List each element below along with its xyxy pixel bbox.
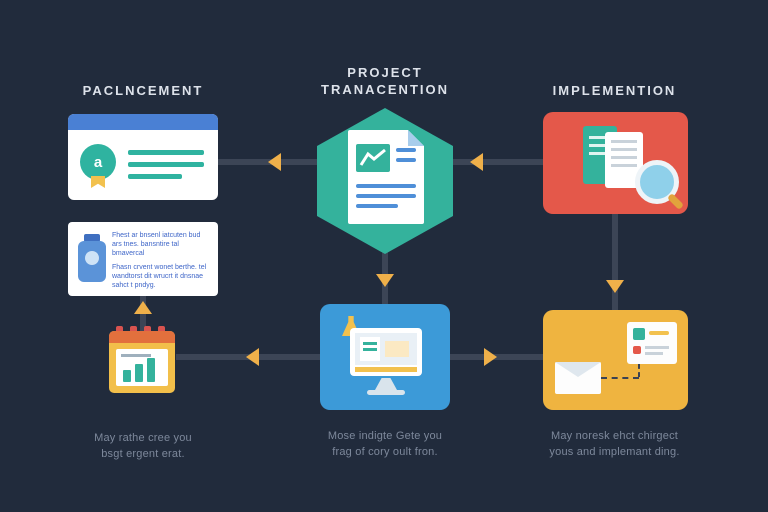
caption-middle-line1: Mose indigte Gete you xyxy=(327,430,443,442)
arrowhead-down-icon xyxy=(606,280,624,293)
note-card: Fhest ar bnsenl iatcuten bud ars tnes. b… xyxy=(68,222,218,296)
calendar-header xyxy=(109,331,175,343)
text-line xyxy=(611,140,637,143)
envelope-icon xyxy=(555,362,601,394)
ribbon-icon xyxy=(91,176,105,188)
monitor-card xyxy=(320,304,450,410)
chart-caption-line xyxy=(121,354,151,357)
caption-middle: Mose indigte Gete you frag of cory oult … xyxy=(292,428,478,460)
chart-bar xyxy=(123,370,131,382)
chart-thumbnail-icon xyxy=(356,144,390,172)
monitor-base xyxy=(367,390,405,395)
browser-window-card: a xyxy=(68,114,218,200)
magnifier-handle xyxy=(667,193,684,210)
calendar-chart-panel xyxy=(116,349,168,386)
connector-redcard-to-yellowcard xyxy=(612,214,618,310)
envelope-flap xyxy=(555,362,601,377)
document-chart-icon xyxy=(348,130,424,224)
text-line xyxy=(645,352,663,355)
screen-document xyxy=(360,337,380,361)
note-card-text: Fhest ar bnsenl iatcuten bud ars tnes. b… xyxy=(112,231,212,290)
jar-cap xyxy=(84,234,100,242)
text-line xyxy=(396,158,416,162)
dashed-connector xyxy=(601,377,639,379)
column-header-middle-line1: PROJECT xyxy=(347,65,423,80)
column-header-middle-line2: TRANACENTION xyxy=(321,82,449,97)
caption-left-line2: bsgt ergent erat. xyxy=(101,448,185,460)
column-header-left: PACLNCEMENT xyxy=(82,83,204,98)
caption-right: May noresk ehct chirgect yous and implem… xyxy=(512,428,717,460)
note-line: sahct t pndyg. xyxy=(112,282,156,289)
column-header-middle: PROJECT TRANACENTION xyxy=(292,64,478,98)
status-block xyxy=(633,346,641,354)
dashed-connector xyxy=(638,364,640,377)
text-line xyxy=(589,136,611,139)
arrowhead-left-icon xyxy=(268,153,281,171)
award-badge-icon: a xyxy=(80,144,116,180)
caption-middle-line2: frag of cory oult fron. xyxy=(332,446,438,458)
note-line: Fhasn crvent wonet berthe. tel xyxy=(112,264,207,271)
note-line: bmavercal xyxy=(112,250,145,257)
text-line xyxy=(589,144,611,147)
caption-right-line2: yous and implemant ding. xyxy=(549,446,680,458)
text-line xyxy=(356,194,416,198)
monitor-stand xyxy=(375,378,397,390)
connector-redcard-to-hexagon xyxy=(450,159,543,165)
caption-right-line1: May noresk ehct chirgect xyxy=(550,430,679,442)
text-line xyxy=(611,164,637,167)
arrowhead-right-icon xyxy=(484,348,497,366)
browser-titlebar xyxy=(68,114,218,130)
delivery-card xyxy=(543,310,688,410)
text-line xyxy=(128,174,182,179)
arrowhead-left-icon xyxy=(470,153,483,171)
arrowhead-down-icon xyxy=(376,274,394,287)
note-line: ars tnes. bansntire tal xyxy=(112,241,179,248)
calendar-icon xyxy=(109,326,175,393)
arrowhead-up-icon xyxy=(134,301,152,314)
avatar-block xyxy=(633,328,645,340)
contact-card-icon xyxy=(627,322,677,364)
text-line xyxy=(589,152,611,155)
review-card xyxy=(543,112,688,214)
column-header-right: IMPLEMENTION xyxy=(552,83,677,98)
jar-icon xyxy=(78,234,106,282)
caption-left: May rathe cree you bsgt ergent erat. xyxy=(40,430,246,462)
monitor-chin xyxy=(355,367,417,372)
screen-panel xyxy=(385,341,409,357)
monitor-screen xyxy=(355,333,417,365)
monitor-icon xyxy=(350,328,422,376)
text-line xyxy=(396,148,416,152)
note-line: wandtorst dit wrucrt it dnsnae xyxy=(112,273,204,280)
text-line xyxy=(363,348,377,351)
text-line xyxy=(645,346,669,349)
note-line: Fhest ar bnsenl iatcuten bud xyxy=(112,232,201,239)
text-line xyxy=(128,150,204,155)
text-line xyxy=(363,342,377,345)
text-line xyxy=(356,184,416,188)
text-line xyxy=(649,331,669,335)
text-line xyxy=(128,162,204,167)
arrowhead-left-icon xyxy=(246,348,259,366)
chart-bar xyxy=(147,358,155,382)
text-line xyxy=(356,204,398,208)
line-chart-icon xyxy=(359,148,386,166)
chart-bar xyxy=(135,364,143,382)
award-badge-letter: a xyxy=(93,153,103,171)
caption-left-line1: May rathe cree you xyxy=(94,432,192,444)
connector-notecard-to-calendar xyxy=(140,296,146,333)
jar-face xyxy=(85,251,99,265)
text-line xyxy=(611,156,637,159)
text-line xyxy=(611,148,637,151)
